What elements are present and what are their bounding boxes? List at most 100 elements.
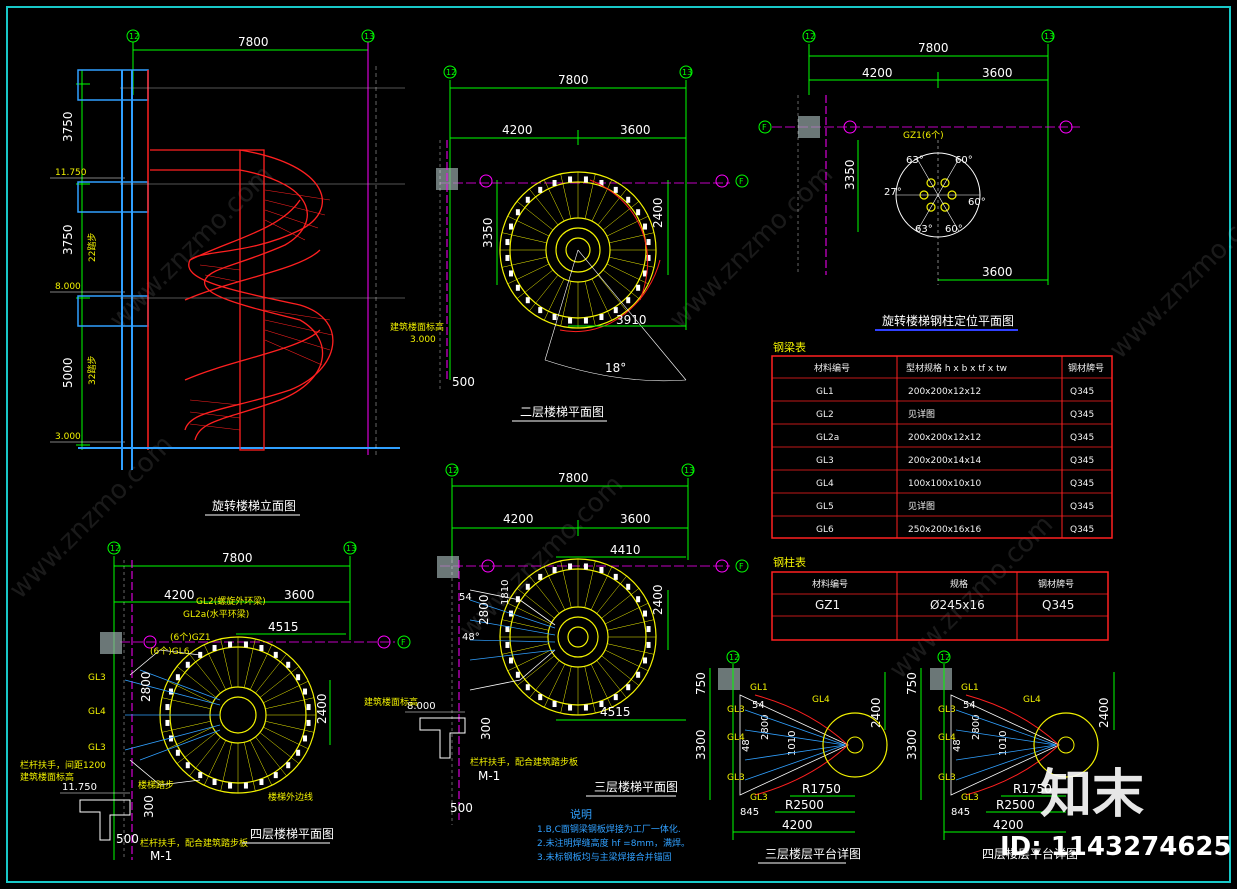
baluster-mark bbox=[212, 644, 217, 651]
baluster-mark bbox=[303, 688, 308, 695]
dim-4200: 4200 bbox=[503, 512, 534, 526]
stair-tread-line bbox=[560, 560, 572, 608]
beam-cell: GL3 bbox=[816, 456, 834, 466]
elevation-view: 12 13 7800 3750 3750 5000 22踏步 32踏步 11.7… bbox=[50, 29, 475, 516]
stair-tread-line bbox=[543, 179, 565, 222]
baluster-mark bbox=[626, 297, 631, 304]
platform-detail-3f: 12 750 3300 2400 2800 1010 R1750 R2500 4… bbox=[694, 650, 888, 864]
label-gl2: GL2(螺旋外环梁) bbox=[196, 595, 266, 607]
baluster-mark bbox=[505, 626, 510, 633]
dim-2400: 2400 bbox=[1097, 697, 1111, 728]
grid-label-13: 13 bbox=[1044, 32, 1054, 41]
detail-note: 栏杆扶手，配合建筑踏步板 bbox=[140, 837, 248, 849]
column-plan-title: 旋转楼梯钢柱定位平面图 bbox=[882, 313, 1014, 328]
column-label: GZ1(6个) bbox=[903, 130, 944, 141]
platform3-title: 三层楼层平台详图 bbox=[765, 846, 861, 861]
stair-tread-line bbox=[501, 232, 547, 244]
plan-3f: 12 13 7800 4200 3600 4410 F bbox=[364, 463, 749, 825]
baluster-mark bbox=[185, 762, 190, 769]
stair-tread-line bbox=[607, 619, 655, 631]
beam-cell: Q345 bbox=[1070, 479, 1094, 489]
dim-3600-b: 3600 bbox=[982, 265, 1013, 279]
dim-2400: 2400 bbox=[651, 584, 665, 615]
dim-left-1: 3750 bbox=[61, 111, 75, 142]
column-header-1: 材料编号 bbox=[812, 578, 848, 590]
baluster-mark bbox=[643, 610, 648, 617]
baluster-mark bbox=[303, 735, 308, 742]
dim-3600: 3600 bbox=[620, 123, 651, 137]
stair-tread-line bbox=[167, 680, 213, 704]
dim-3910: 3910 bbox=[616, 313, 647, 327]
column-cell: Ø245x16 bbox=[930, 598, 985, 612]
dim-1010: 1010 bbox=[998, 731, 1009, 756]
dim-4200: 4200 bbox=[993, 818, 1024, 832]
baluster-mark bbox=[306, 704, 311, 711]
stair-tread-line bbox=[507, 215, 550, 237]
stair-tread-line bbox=[602, 201, 640, 231]
radius-2500: R2500 bbox=[785, 798, 824, 812]
label-gl1: GL1 bbox=[750, 683, 768, 693]
baluster-mark bbox=[646, 254, 651, 261]
dim-top: 7800 bbox=[238, 35, 269, 49]
note-line-3: 3.未标钢板均与主梁焊接合并锚固 bbox=[537, 851, 672, 863]
baluster-mark bbox=[168, 735, 173, 742]
beam-cell: Q345 bbox=[1070, 502, 1094, 512]
baluster-mark bbox=[613, 573, 618, 580]
baluster-mark bbox=[538, 573, 543, 580]
stair-tread-line bbox=[591, 278, 613, 321]
dim-4200: 4200 bbox=[502, 123, 533, 137]
label-gl2a: GL2a(水平环梁) bbox=[183, 608, 249, 620]
baluster-mark bbox=[636, 284, 641, 291]
stair-tread-line bbox=[176, 666, 217, 698]
stair-tread-line bbox=[259, 666, 300, 698]
stair-tread-line bbox=[560, 666, 572, 714]
baluster-mark bbox=[568, 563, 573, 570]
grid-label-12: 12 bbox=[448, 466, 458, 475]
stair-tread-line bbox=[529, 575, 560, 614]
bottom-500: 500 bbox=[116, 832, 139, 846]
label-gl3: GL3 bbox=[727, 705, 745, 715]
detail-note: 栏杆扶手，配合建筑踏步板 bbox=[470, 756, 578, 768]
grid-label-12: 12 bbox=[110, 544, 120, 553]
beam-cell: Q345 bbox=[1070, 433, 1094, 443]
dim-3300: 3300 bbox=[905, 729, 919, 760]
plan-4f: 12 13 7800 4200 3600 4515 F bbox=[20, 541, 411, 863]
stair-tread-line bbox=[607, 643, 655, 655]
baluster-mark bbox=[626, 196, 631, 203]
dim-2800: 2800 bbox=[477, 594, 491, 625]
baluster-mark bbox=[296, 749, 301, 756]
baluster-mark bbox=[296, 674, 301, 681]
stair-tread-line bbox=[259, 732, 300, 764]
stair-tread-line bbox=[590, 663, 613, 708]
baluster-mark bbox=[538, 186, 543, 193]
dim-2400: 2400 bbox=[315, 693, 329, 724]
column-table-title: 钢柱表 bbox=[773, 555, 806, 569]
stair-tread-line bbox=[604, 602, 649, 625]
angle-ray bbox=[916, 158, 939, 196]
baluster-mark bbox=[552, 314, 557, 321]
note-steps: 楼梯踏步 bbox=[138, 779, 174, 791]
beam-cell: GL6 bbox=[816, 525, 834, 535]
stair-tread-line bbox=[255, 736, 287, 777]
elevation-title: 旋转楼梯立面图 bbox=[212, 498, 296, 513]
dim-3600: 3600 bbox=[982, 66, 1013, 80]
baluster-mark bbox=[175, 749, 180, 756]
beam-cell: GL2 bbox=[816, 410, 834, 420]
baluster-mark bbox=[306, 719, 311, 726]
label-gl4b: GL4 bbox=[938, 733, 956, 743]
beam-cell: 200x200x14x14 bbox=[908, 456, 982, 466]
note-outer: 楼梯外边线 bbox=[268, 791, 313, 803]
stair-tread-line bbox=[507, 602, 552, 625]
small-54: 54 bbox=[963, 700, 976, 711]
dim-750: 750 bbox=[905, 672, 919, 695]
beam-cell: 100x100x10x10 bbox=[908, 479, 982, 489]
dim-3350: 3350 bbox=[843, 159, 857, 190]
label-gz1: (6个)GZ1 bbox=[170, 632, 211, 643]
dim-4410: 4410 bbox=[610, 543, 641, 557]
small-845: 845 bbox=[951, 807, 970, 818]
level-11750: 11.750 bbox=[55, 168, 87, 178]
dim-3600: 3600 bbox=[284, 588, 315, 602]
dim-3300: 3300 bbox=[694, 729, 708, 760]
baluster-mark bbox=[646, 641, 651, 648]
id-text: ID: 1143274625 bbox=[1000, 832, 1232, 862]
